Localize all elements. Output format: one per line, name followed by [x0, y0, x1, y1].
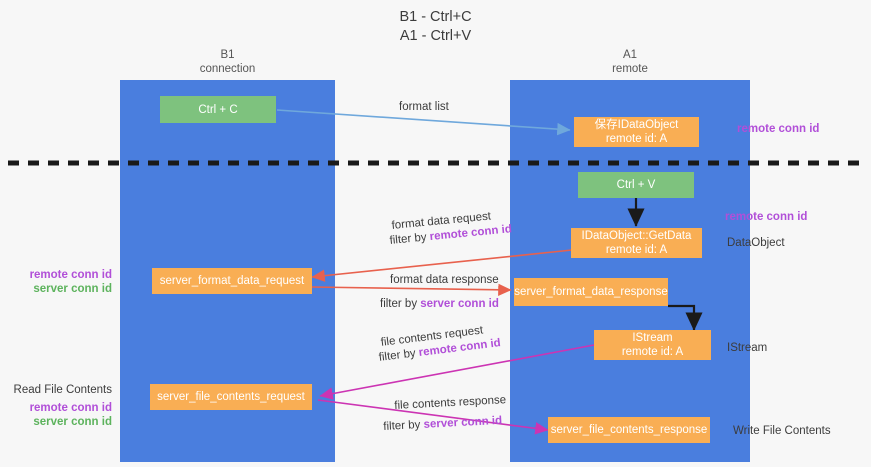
arrow-format-list: [276, 109, 571, 136]
node-server-format-data-request[interactable]: server_format_data_request: [152, 268, 312, 294]
annotation-read-file-contents: Read File Contents: [13, 384, 112, 396]
column-header-a1-role: remote: [612, 63, 648, 75]
annotation-left-server-conn-id-2: server conn id: [33, 416, 112, 428]
node-server-file-contents-request[interactable]: server_file_contents_request: [150, 384, 312, 410]
column-header-b1-name: B1: [220, 49, 235, 61]
node-server-file-contents-request-label: server_file_contents_request: [157, 391, 305, 403]
node-ctrl-v-label: Ctrl + V: [616, 179, 656, 191]
filter-by-text-1: filter by: [389, 231, 431, 247]
page-title: B1 - Ctrl+C A1 - Ctrl+V: [0, 8, 871, 46]
annotation-left-remote-conn-id-1: remote conn id: [29, 269, 112, 281]
node-ctrl-c-label: Ctrl + C: [198, 103, 238, 116]
node-getdata-line2: remote id: A: [605, 244, 668, 256]
title-line-2: A1 - Ctrl+V: [399, 28, 472, 44]
node-server-file-contents-response-label: server_file_contents_response: [550, 424, 708, 436]
column-header-a1-name: A1: [622, 49, 638, 61]
annotation-remote-conn-id-mid: remote conn id: [725, 211, 808, 223]
arrow-file-contents-response: [317, 399, 549, 435]
node-getdata-line1: IDataObject::GetData: [581, 230, 692, 242]
server-conn-id-text-1: server conn id: [420, 298, 499, 310]
node-server-format-data-response[interactable]: server_format_data_response: [514, 278, 668, 306]
edge-label-format-data-response-filter: filter by server conn id: [380, 297, 499, 312]
annotation-left-server-conn-id-1: server conn id: [33, 283, 112, 295]
node-save-idataobject-line2: remote id: A: [605, 133, 668, 145]
node-istream-line2: remote id: A: [621, 346, 684, 358]
node-ctrl-v[interactable]: Ctrl + V: [578, 172, 694, 198]
filter-by-text-2: filter by: [380, 298, 421, 310]
edge-label-format-list: format list: [399, 101, 449, 113]
filter-by-text-4: filter by: [383, 418, 424, 433]
annotation-left-remote-conn-id-2: remote conn id: [29, 402, 112, 414]
node-ctrl-c[interactable]: Ctrl + C: [160, 96, 276, 123]
node-server-format-data-response-label: server_format_data_response: [514, 286, 668, 298]
arrow-response-to-istream: [668, 304, 703, 331]
node-save-idataobject-line1: 保存IDataObject: [594, 119, 679, 131]
annotation-remote-conn-id-top: remote conn id: [737, 123, 820, 135]
column-header-b1: B1 connection: [120, 48, 335, 76]
annotation-write-file-contents: Write File Contents: [733, 425, 831, 437]
arrow-file-contents-request: [319, 344, 595, 400]
node-server-file-contents-response[interactable]: server_file_contents_response: [548, 417, 710, 443]
node-istream-line1: IStream: [632, 332, 673, 344]
node-istream[interactable]: IStream remote id: A: [594, 330, 711, 360]
title-line-1: B1 - Ctrl+C: [399, 9, 472, 25]
node-server-format-data-request-label: server_format_data_request: [159, 275, 305, 287]
arrow-format-data-response: [311, 283, 512, 297]
node-save-idataobject[interactable]: 保存IDataObject remote id: A: [574, 117, 699, 147]
server-conn-id-text-2: server conn id: [423, 414, 503, 431]
arrow-format-data-request: [311, 249, 573, 282]
edge-label-format-data-response: format data response: [390, 274, 499, 286]
annotation-istream: IStream: [727, 342, 768, 354]
column-header-a1: A1 remote: [510, 48, 750, 76]
annotation-dataobject: DataObject: [727, 237, 785, 249]
node-getdata[interactable]: IDataObject::GetData remote id: A: [571, 228, 702, 258]
filter-by-text-3: filter by: [378, 347, 420, 364]
column-header-b1-role: connection: [199, 63, 256, 75]
